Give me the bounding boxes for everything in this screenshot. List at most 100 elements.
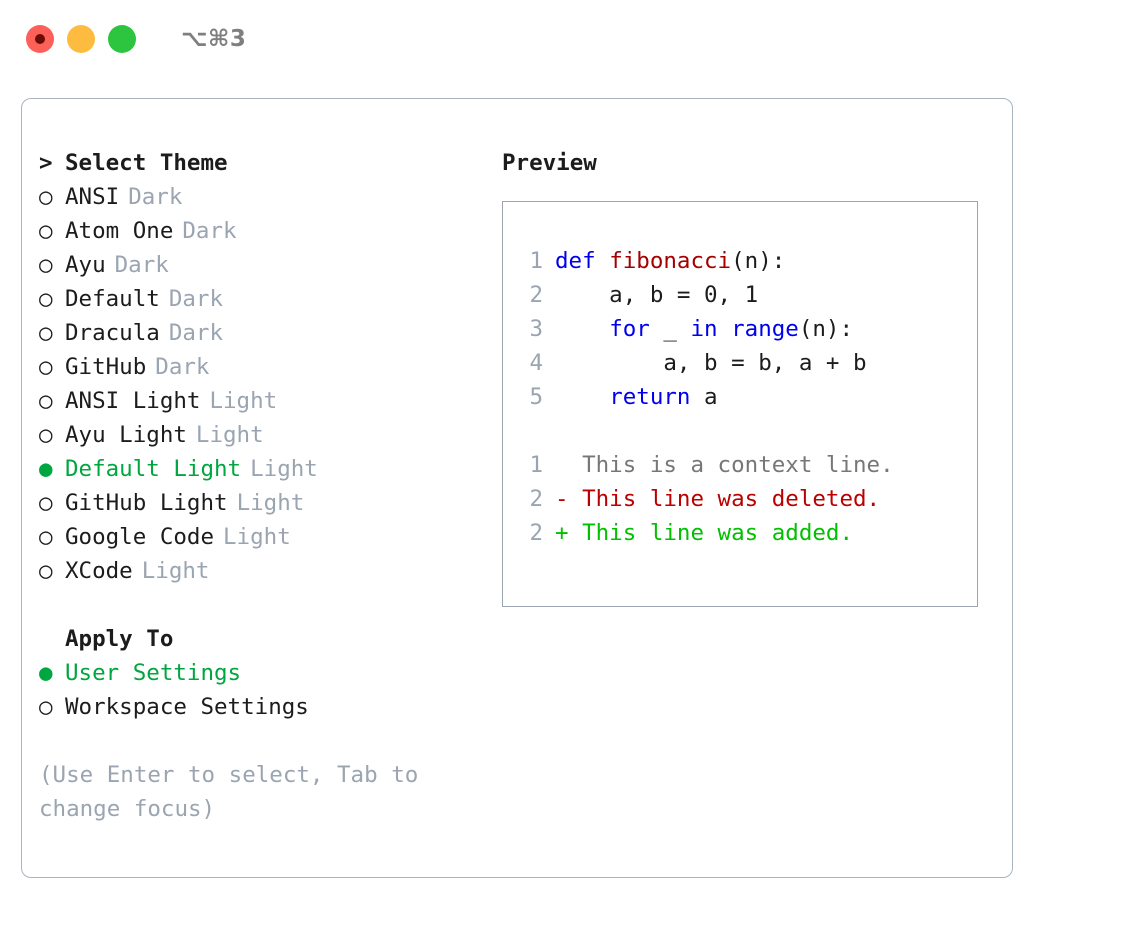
theme-option-label: ANSI Light [65, 388, 201, 414]
code-token: fibonacci [609, 248, 732, 274]
radio-unselected-icon: ○ [39, 354, 53, 380]
diff-line-text: This is a context line. [568, 452, 894, 478]
prompt-caret-icon: > [39, 150, 53, 176]
theme-option-label: XCode [65, 558, 133, 584]
code-token [555, 316, 609, 342]
code-line-number: 2 [529, 282, 543, 308]
code-line-number: 3 [529, 316, 543, 342]
theme-option-variant: Dark [128, 184, 183, 210]
maximize-button[interactable] [108, 25, 136, 53]
theme-option-label: Google Code [65, 524, 215, 550]
apply-to-option-label: User Settings [65, 660, 242, 686]
radio-unselected-icon: ○ [39, 252, 53, 278]
code-token: def [555, 248, 610, 274]
theme-option-xcode[interactable]: ○ XCode Light [39, 554, 499, 588]
theme-option-ansi[interactable]: ○ ANSI Dark [39, 180, 499, 214]
theme-option-github-light[interactable]: ○ GitHub Light Light [39, 486, 499, 520]
window-titlebar: ⌥⌘3 [0, 0, 1140, 78]
diff-line-number: 2 [529, 520, 543, 546]
theme-option-label: Ayu Light [65, 422, 187, 448]
theme-option-variant: Light [209, 388, 278, 414]
theme-option-variant: Dark [155, 354, 210, 380]
close-button[interactable] [26, 25, 54, 53]
diff-marker: + [555, 520, 569, 546]
recording-indicator-icon [35, 34, 45, 44]
code-line: 2 a, b = 0, 1 [517, 278, 894, 312]
theme-option-variant: Light [141, 558, 210, 584]
theme-option-dracula[interactable]: ○ Dracula Dark [39, 316, 499, 350]
theme-option-label: Default Light [65, 456, 242, 482]
theme-option-variant: Dark [168, 286, 224, 312]
theme-option-ansi-light[interactable]: ○ ANSI Light Light [39, 384, 499, 418]
code-line-number: 1 [529, 248, 543, 274]
radio-unselected-icon: ○ [39, 524, 53, 550]
radio-unselected-icon: ○ [39, 286, 53, 312]
theme-option-variant: Light [250, 456, 318, 482]
radio-unselected-icon: ○ [39, 490, 53, 516]
apply-to-option-label: Workspace Settings [65, 694, 309, 720]
theme-option-variant: Light [195, 422, 264, 448]
theme-option-variant: Dark [168, 320, 224, 346]
theme-option-label: GitHub Light [65, 490, 228, 516]
radio-selected-icon: ● [39, 456, 53, 482]
code-line: 5 return a [517, 380, 894, 414]
minimize-button[interactable] [67, 25, 95, 53]
radio-unselected-icon: ○ [39, 694, 53, 720]
code-token [555, 384, 609, 410]
theme-option-label: Dracula [65, 320, 160, 346]
apply-to-header: Apply To [65, 626, 174, 652]
diff-line-number: 1 [529, 452, 543, 478]
code-token: _ [663, 316, 691, 342]
diff-line-del: 2- This line was deleted. [517, 482, 894, 516]
apply-to-list: ● User Settings ○ Workspace Settings [39, 656, 499, 724]
code-line-text: return a [555, 380, 718, 414]
apply-to-option-workspace-settings[interactable]: ○ Workspace Settings [39, 690, 499, 724]
theme-option-label: Atom One [65, 218, 174, 244]
code-line-text: def fibonacci(n): [555, 244, 785, 278]
radio-unselected-icon: ○ [39, 184, 53, 210]
radio-selected-icon: ● [39, 660, 53, 686]
theme-option-label: ANSI [65, 184, 120, 210]
code-token: in [690, 316, 732, 342]
theme-picker-title: Select Theme [65, 150, 228, 176]
section-spacer [39, 588, 499, 622]
diff-line-add: 2+ This line was added. [517, 516, 894, 550]
code-line: 1 def fibonacci(n): [517, 244, 894, 278]
theme-option-google-code[interactable]: ○ Google Code Light [39, 520, 499, 554]
radio-unselected-icon: ○ [39, 388, 53, 414]
theme-option-variant: Dark [114, 252, 169, 278]
apply-to-option-user-settings[interactable]: ● User Settings [39, 656, 499, 690]
radio-unselected-icon: ○ [39, 218, 53, 244]
keyboard-hint: (Use Enter to select, Tab to change focu… [39, 762, 432, 822]
code-line-text: a, b = 0, 1 [555, 278, 758, 312]
radio-unselected-icon: ○ [39, 558, 53, 584]
theme-option-variant: Light [236, 490, 305, 516]
theme-option-ayu[interactable]: ○ Ayu Dark [39, 248, 499, 282]
diff-line-text: This line was deleted. [568, 486, 881, 512]
code-token: range [731, 316, 799, 342]
preview-title: Preview [502, 150, 597, 176]
code-token: for [609, 316, 664, 342]
theme-option-default-light[interactable]: ● Default Light Light [39, 452, 499, 486]
code-token: (n): [731, 248, 786, 274]
theme-option-label: Ayu [65, 252, 106, 278]
diff-line-number: 2 [529, 486, 543, 512]
diff-line-ctx: 1 This is a context line. [517, 448, 894, 482]
radio-unselected-icon: ○ [39, 320, 53, 346]
code-line: 3 for _ in range(n): [517, 312, 894, 346]
code-token: a [704, 384, 718, 410]
code-line-number: 4 [529, 350, 543, 376]
code-line-number: 5 [529, 384, 543, 410]
code-line-text: a, b = b, a + b [555, 346, 866, 380]
theme-option-variant: Light [223, 524, 291, 550]
